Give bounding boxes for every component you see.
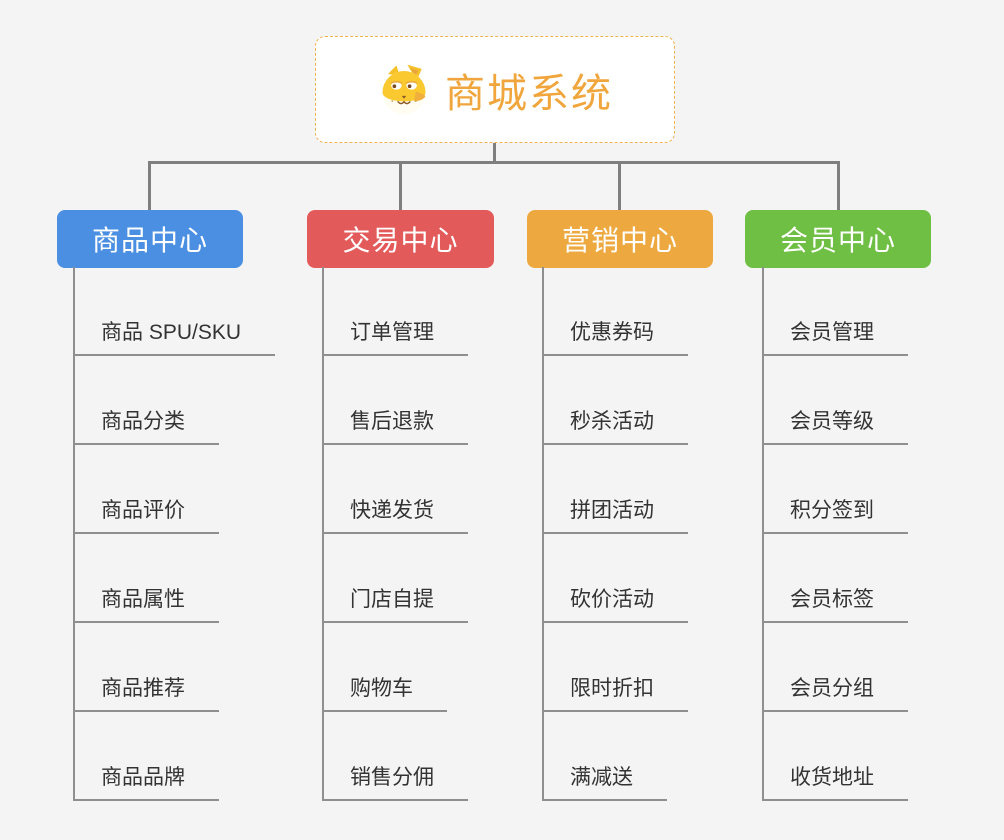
topic-row: 秒杀活动	[544, 356, 774, 445]
connector-drop-trade	[399, 161, 402, 210]
topic-row: 拼团活动	[544, 445, 774, 534]
topic-row: 商品评价	[75, 445, 305, 534]
connector-drop-member	[837, 161, 840, 210]
topic-row: 会员标签	[764, 534, 994, 623]
topic-node[interactable]: 拼团活动	[544, 498, 688, 534]
topic-node[interactable]: 商品推荐	[75, 676, 219, 712]
topic-node[interactable]: 积分签到	[764, 498, 908, 534]
topic-row: 会员分组	[764, 623, 994, 712]
topic-node[interactable]: 商品评价	[75, 498, 219, 534]
connector-drop-marketing	[618, 161, 621, 210]
topic-node[interactable]: 商品属性	[75, 587, 219, 623]
topic-row: 收货地址	[764, 712, 994, 801]
branch-member-center[interactable]: 会员中心	[745, 210, 931, 268]
topic-node[interactable]: 会员标签	[764, 587, 908, 623]
topic-row: 售后退款	[324, 356, 554, 445]
topic-node[interactable]: 会员管理	[764, 320, 908, 356]
topic-node[interactable]: 收货地址	[764, 765, 908, 801]
topic-node[interactable]: 门店自提	[324, 587, 468, 623]
connector-bus	[148, 161, 839, 164]
topic-row: 订单管理	[324, 267, 554, 356]
dog-icon	[382, 64, 426, 114]
root-title: 商城系统	[445, 71, 613, 116]
topic-node[interactable]: 会员等级	[764, 409, 908, 445]
topic-node[interactable]: 销售分佣	[324, 765, 468, 801]
topic-row: 优惠券码	[544, 267, 774, 356]
branch-column-product: 商品 SPU/SKU 商品分类 商品评价 商品属性 商品推荐 商品品牌	[73, 267, 305, 801]
topic-node[interactable]: 限时折扣	[544, 676, 688, 712]
branch-product-center[interactable]: 商品中心	[57, 210, 243, 268]
topic-row: 砍价活动	[544, 534, 774, 623]
connector-drop-product	[148, 161, 151, 210]
topic-row: 满减送	[544, 712, 774, 801]
topic-node[interactable]: 商品分类	[75, 409, 219, 445]
topic-row: 商品属性	[75, 534, 305, 623]
topic-node[interactable]: 砍价活动	[544, 587, 688, 623]
topic-row: 商品推荐	[75, 623, 305, 712]
topic-row: 购物车	[324, 623, 554, 712]
branch-column-marketing: 优惠券码 秒杀活动 拼团活动 砍价活动 限时折扣 满减送	[542, 267, 774, 801]
topic-row: 会员管理	[764, 267, 994, 356]
connector-root-stub	[493, 143, 496, 163]
topic-row: 会员等级	[764, 356, 994, 445]
topic-row: 销售分佣	[324, 712, 554, 801]
branch-trade-center[interactable]: 交易中心	[307, 210, 494, 268]
topic-row: 限时折扣	[544, 623, 774, 712]
topic-node[interactable]: 秒杀活动	[544, 409, 688, 445]
topic-row: 商品品牌	[75, 712, 305, 801]
topic-node[interactable]: 优惠券码	[544, 320, 688, 356]
topic-node[interactable]: 会员分组	[764, 676, 908, 712]
branch-column-trade: 订单管理 售后退款 快递发货 门店自提 购物车 销售分佣	[322, 267, 554, 801]
topic-node[interactable]: 快递发货	[324, 498, 468, 534]
topic-node[interactable]: 商品品牌	[75, 765, 219, 801]
branch-marketing-center[interactable]: 营销中心	[527, 210, 713, 268]
topic-node[interactable]: 购物车	[324, 676, 447, 712]
topic-row: 门店自提	[324, 534, 554, 623]
topic-row: 商品分类	[75, 356, 305, 445]
topic-node[interactable]: 满减送	[544, 765, 667, 801]
topic-node[interactable]: 商品 SPU/SKU	[75, 320, 276, 356]
topic-node[interactable]: 订单管理	[324, 320, 468, 356]
branch-column-member: 会员管理 会员等级 积分签到 会员标签 会员分组 收货地址	[762, 267, 994, 801]
topic-row: 快递发货	[324, 445, 554, 534]
root-node[interactable]: 商城系统	[315, 36, 675, 143]
topic-row: 商品 SPU/SKU	[75, 267, 305, 356]
topic-row: 积分签到	[764, 445, 994, 534]
topic-node[interactable]: 售后退款	[324, 409, 468, 445]
